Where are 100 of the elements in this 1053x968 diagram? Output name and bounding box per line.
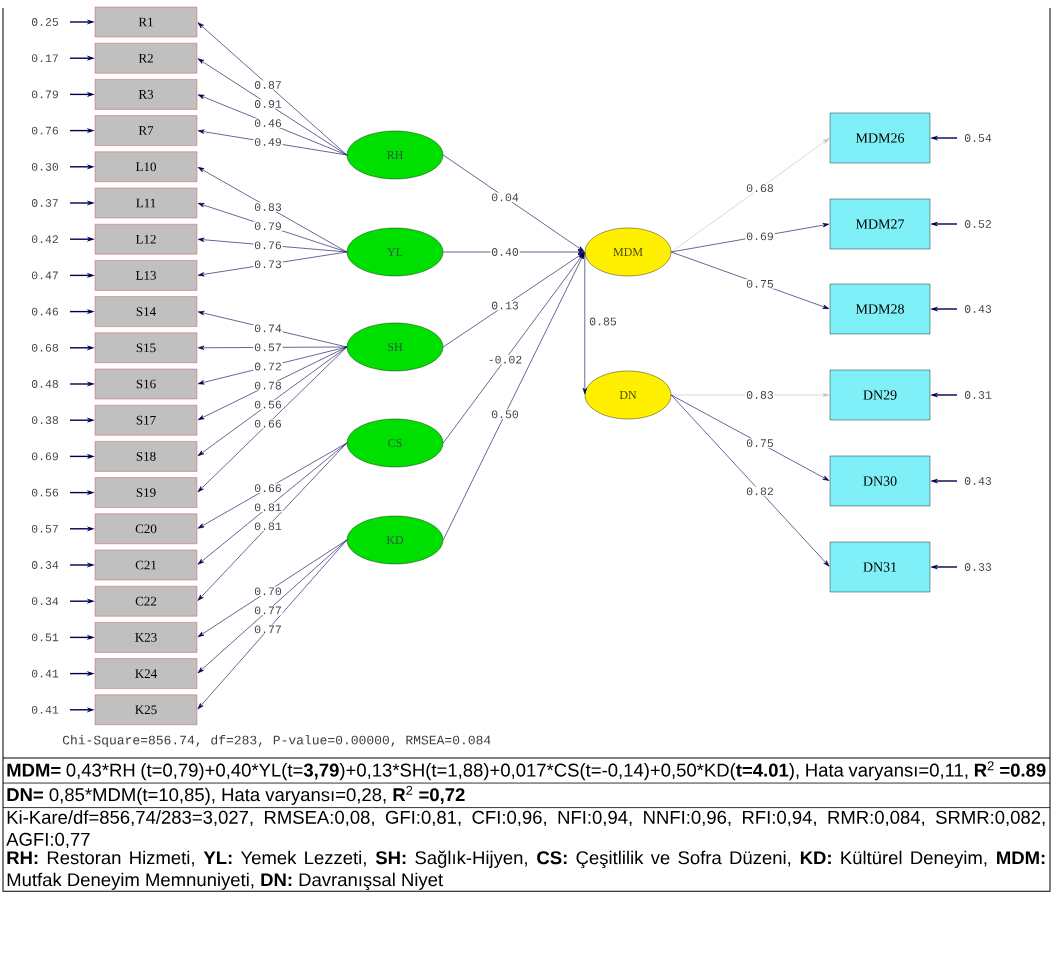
indicator-box: S16	[94, 368, 198, 400]
edge-label: 0.73	[253, 259, 283, 269]
edge-label: 0.76	[253, 240, 283, 250]
indicator-box: C20	[94, 513, 198, 544]
arrow	[197, 129, 348, 156]
edge-label: 0.82	[745, 486, 775, 496]
arrow	[582, 251, 587, 395]
edge-label: 0.43	[963, 304, 993, 314]
indicator-box: S19	[94, 477, 198, 508]
indicator-box: R7	[94, 115, 198, 146]
indicator-box: K24	[94, 658, 198, 689]
arrow	[197, 346, 348, 421]
edge-label: 0.52	[963, 219, 993, 229]
indicator-box: MDM28	[829, 283, 931, 335]
arrow	[442, 154, 585, 252]
arrow	[670, 223, 830, 253]
edge-label: 0.87	[253, 80, 283, 90]
edge-label: 0.68	[745, 183, 775, 193]
arrow	[197, 58, 348, 156]
table-text: MDM= 0,43*RH (t=0,79)+0,40*YL(t=3,79)+0,13*SH(t=1,88)+0,017*CS(t=-0,14)+0,50*KD(t=4.01), Hata varyansı=0,11, R$^{2}$ =0.89	[7, 761, 1046, 781]
edge-label: 0.69	[745, 231, 775, 241]
indicator-box: C22	[94, 586, 198, 617]
indicator-box: L10	[94, 151, 198, 182]
indicator-box: C21	[94, 549, 198, 581]
edge-label: 0.83	[253, 202, 283, 212]
table-text: DN= 0,85*MDM(t=10,85), Hata varyansı=0,28, R$^{2}$ =0,72	[7, 785, 465, 805]
indicator-box: R3	[94, 79, 198, 110]
indicator-box: S17	[94, 405, 198, 436]
indicator-box: DN31	[829, 541, 931, 593]
arrow	[670, 394, 830, 567]
arrow	[197, 167, 348, 253]
edge-label: 0.79	[253, 221, 283, 231]
indicator-box: MDM26	[829, 112, 931, 164]
arrow	[197, 442, 348, 529]
edge-label: 0.31	[963, 390, 993, 400]
arrow	[197, 346, 348, 493]
edge-label: 0.76	[30, 125, 60, 136]
edge-label: 0.85	[588, 316, 618, 327]
arrow	[442, 252, 585, 541]
edge-label: 0.74	[253, 323, 283, 334]
edge-label: 0.56	[253, 399, 283, 410]
edge-label: 0.66	[253, 419, 283, 429]
edge-label: 0.68	[30, 343, 60, 353]
edge-label: 0.81	[253, 521, 283, 531]
edge-label: 0.83	[745, 390, 775, 400]
edge-label: 0.79	[30, 89, 60, 100]
edge-label: 0.13	[490, 300, 520, 311]
table-text: Ki-Kare/df=856,74/283=3,027, RMSEA:0,08, GFI:0,81, CFI:0,96, NFI:0,94, NNFI:0,96, RFI:0,94, RMR:0,084, SRMR:0,082, AGFI:0,77	[6, 810, 1045, 849]
indicator-box: L13	[94, 260, 198, 291]
edge-label: 0.42	[30, 234, 60, 244]
edge-label: 0.48	[30, 379, 60, 389]
edge-label: 0.75	[745, 279, 775, 289]
arrow	[442, 252, 585, 444]
edge-label: 0.46	[30, 306, 60, 317]
fit-statistics: Chi-Square=856.74, df=283, P-value=0.00000, RMSEA=0.084	[62, 734, 491, 748]
indicator-box: S18	[94, 441, 198, 472]
edge-label: 0.17	[30, 53, 60, 63]
edge-label: 0.51	[30, 632, 60, 643]
edge-label: 0.70	[253, 586, 283, 596]
edge-label: 0.37	[30, 198, 60, 208]
indicator-box: K25	[94, 694, 198, 725]
arrow	[197, 539, 348, 710]
edge-label: 0.50	[490, 409, 520, 419]
arrow	[197, 94, 348, 156]
edge-label: 0.41	[30, 705, 60, 715]
edge-label: 0.41	[30, 668, 60, 679]
edge-label: 0.33	[963, 562, 993, 572]
edge-label: 0.77	[253, 605, 283, 616]
arrow	[442, 252, 585, 348]
edge-label: 0.66	[253, 483, 283, 493]
edge-label: 0.40	[490, 247, 520, 257]
edge-label: 0.57	[253, 342, 283, 353]
edge-label: 0.25	[30, 17, 60, 27]
edge-label: 0.49	[253, 137, 283, 147]
indicator-box: R2	[94, 43, 198, 74]
edge-label: 0.38	[30, 415, 60, 425]
indicator-box: MDM27	[829, 198, 931, 250]
edge-label: 0.04	[490, 192, 520, 203]
arrow	[197, 22, 348, 156]
edge-label: 0.34	[30, 560, 60, 570]
edge-label: 0.78	[253, 380, 283, 391]
indicator-box: R1	[94, 6, 198, 38]
edge-label: 0.30	[30, 162, 60, 172]
arrow	[670, 138, 830, 253]
edge-label: 0.54	[963, 133, 993, 143]
indicator-box: S14	[94, 296, 198, 327]
edge-label: 0.81	[253, 502, 283, 512]
indicator-box: L11	[94, 187, 198, 219]
table-text: RH: Restoran Hizmeti, YL: Yemek Lezzeti, SH: Sağlık-Hijyen, CS: Çeşitlilik ve Sofra Düzeni, KD: Kültürel Deneyim, MDM: Mutfak Deneyim Memnuniyeti, DN: Davranışsal Niyet	[7, 850, 1045, 891]
arrow	[197, 539, 348, 674]
edge-label: -0.02	[486, 354, 524, 365]
indicator-box: S15	[94, 332, 198, 363]
indicator-box: DN30	[829, 455, 931, 507]
indicator-box: DN29	[829, 369, 931, 421]
edge-label: 0.72	[253, 361, 283, 372]
edge-label: 0.56	[30, 487, 60, 498]
edge-label: 0.46	[253, 118, 283, 128]
indicator-box: K23	[94, 622, 198, 653]
edge-label: 0.43	[963, 476, 993, 486]
edge-label: 0.69	[30, 451, 60, 462]
